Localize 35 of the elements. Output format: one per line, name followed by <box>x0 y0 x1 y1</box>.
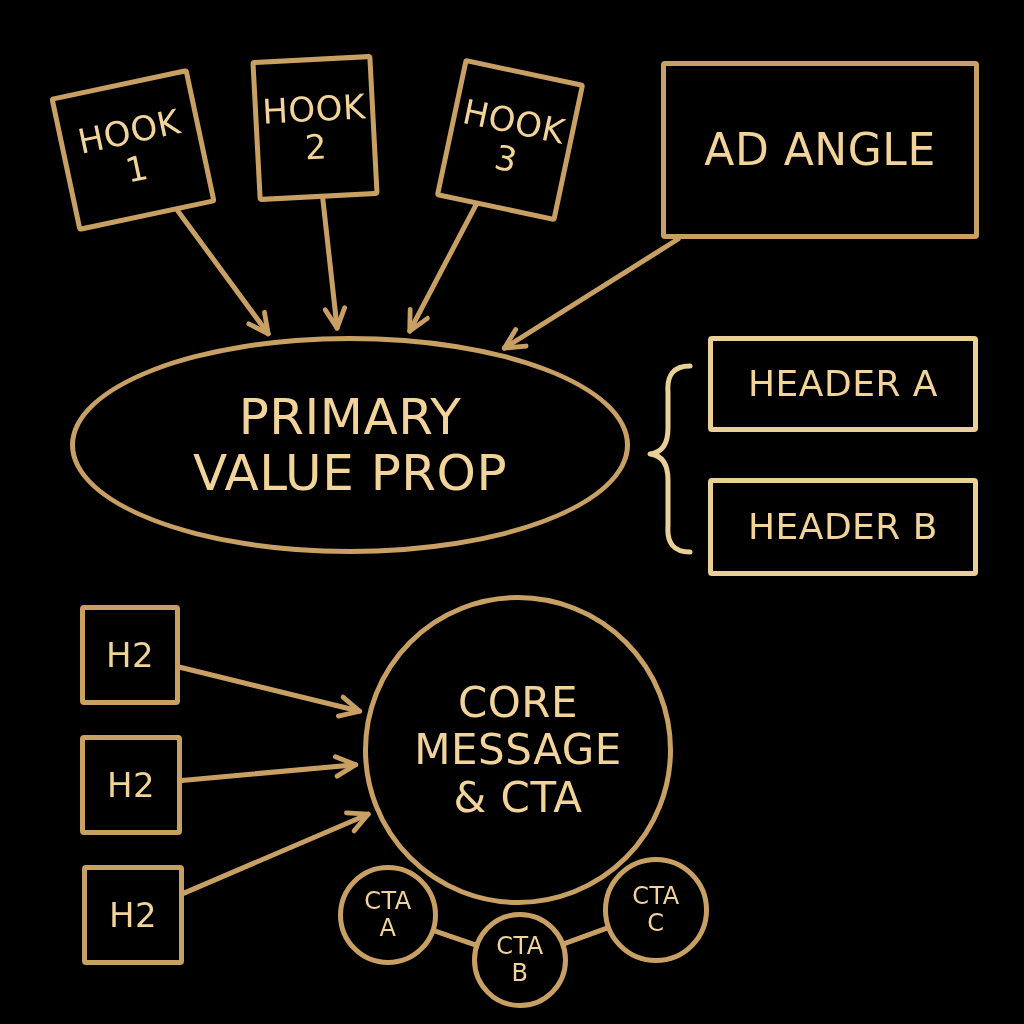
value-prop-ellipse <box>70 336 630 554</box>
cta-circle <box>472 912 568 1008</box>
connector-line <box>562 925 609 946</box>
hook-box <box>434 57 586 223</box>
subheading-box <box>82 865 184 965</box>
subheading-box <box>80 735 182 835</box>
node-label: AD ANGLE <box>704 125 936 175</box>
arrow <box>181 810 371 896</box>
node-label: CTA C <box>632 883 680 937</box>
arrow <box>407 202 479 334</box>
header-box <box>708 336 978 432</box>
node-label: H2 <box>108 895 158 935</box>
node-label: CORE MESSAGE & CTA <box>414 679 622 821</box>
cta-circle <box>603 857 709 963</box>
hook-box <box>250 53 380 203</box>
angle-box <box>661 61 979 239</box>
node-label: CTA A <box>364 888 412 942</box>
subheading-box <box>80 605 180 705</box>
header-box <box>708 478 978 576</box>
node-label: HEADER B <box>747 506 939 548</box>
node-label: HOOK 1 <box>74 102 185 193</box>
arrow <box>177 664 363 719</box>
cta-circle <box>338 865 438 965</box>
node-label: HOOK 3 <box>458 92 569 183</box>
hook-box <box>49 67 217 233</box>
arrow <box>320 196 348 331</box>
node-label: H2 <box>105 635 155 675</box>
node-label: PRIMARY VALUE PROP <box>191 389 509 501</box>
node-label: H2 <box>106 765 156 805</box>
node-label: CTA B <box>496 933 544 987</box>
node-label: HOOK 2 <box>261 87 368 169</box>
arrow <box>501 236 681 351</box>
arrow <box>179 754 359 783</box>
arrow <box>175 208 271 337</box>
node-label: HEADER A <box>748 363 938 405</box>
